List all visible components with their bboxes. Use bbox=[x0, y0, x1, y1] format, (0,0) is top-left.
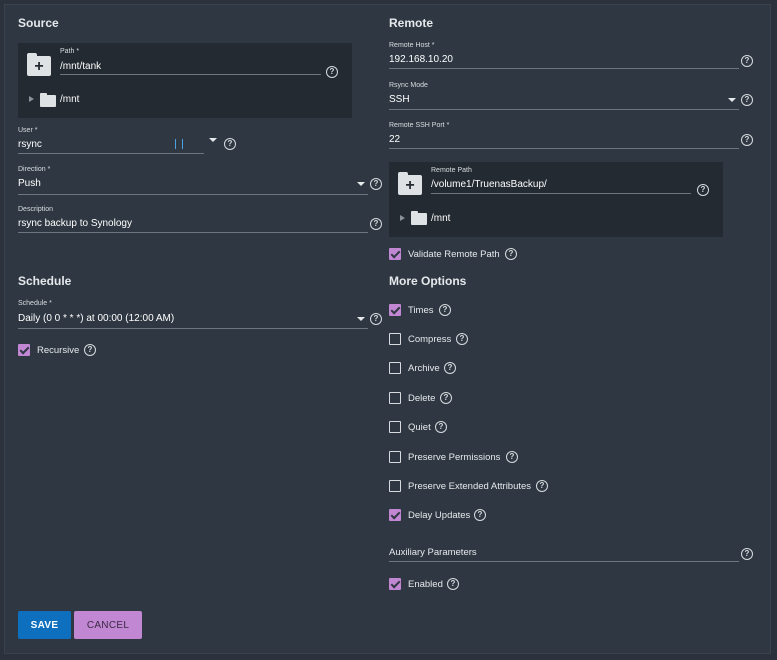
source-path-underline bbox=[60, 74, 321, 75]
preserve-permissions-checkbox[interactable] bbox=[389, 451, 401, 463]
direction-underline bbox=[18, 194, 368, 195]
enabled-label: Enabled bbox=[408, 579, 443, 590]
folder-icon bbox=[411, 211, 427, 225]
user-label: User * bbox=[18, 127, 38, 134]
compress-checkbox[interactable] bbox=[389, 333, 401, 345]
schedule-dropdown-caret-icon[interactable] bbox=[357, 317, 365, 321]
remote-ssh-port-input[interactable]: 22 bbox=[389, 134, 401, 145]
quiet-help-icon[interactable]: ? bbox=[435, 421, 447, 433]
save-button[interactable]: SAVE bbox=[18, 611, 71, 639]
validate-remote-path-label: Validate Remote Path bbox=[408, 249, 500, 260]
delay-updates-checkbox[interactable] bbox=[389, 509, 401, 521]
source-section-title: Source bbox=[18, 16, 59, 30]
schedule-help-icon[interactable]: ? bbox=[370, 313, 382, 325]
remote-host-label: Remote Host * bbox=[389, 42, 435, 49]
user-loading-icon bbox=[175, 139, 183, 149]
remote-path-help-icon[interactable]: ? bbox=[697, 184, 709, 196]
tree-expand-icon[interactable] bbox=[29, 96, 34, 102]
description-help-icon[interactable]: ? bbox=[370, 218, 382, 230]
remote-path-input[interactable]: /volume1/TruenasBackup/ bbox=[431, 179, 547, 190]
auxiliary-parameters-input[interactable] bbox=[389, 547, 739, 561]
add-folder-icon[interactable]: + bbox=[27, 53, 51, 76]
add-folder-icon[interactable]: + bbox=[398, 172, 422, 195]
validate-remote-path-checkbox[interactable] bbox=[389, 248, 401, 260]
remote-host-underline bbox=[389, 68, 739, 69]
enabled-help-icon[interactable]: ? bbox=[447, 578, 459, 590]
description-label: Description bbox=[18, 206, 54, 213]
auxiliary-parameters-label: Auxiliary Parameters bbox=[389, 547, 477, 558]
times-label: Times bbox=[408, 305, 434, 316]
quiet-label: Quiet bbox=[408, 422, 431, 433]
remote-path-explorer bbox=[389, 162, 723, 237]
remote-tree-root[interactable]: /mnt bbox=[431, 213, 451, 224]
direction-help-icon[interactable]: ? bbox=[370, 178, 382, 190]
cancel-button[interactable]: CANCEL bbox=[74, 611, 142, 639]
direction-select[interactable]: Push bbox=[18, 178, 41, 189]
quiet-checkbox[interactable] bbox=[389, 421, 401, 433]
remote-path-underline bbox=[431, 193, 691, 194]
auxiliary-parameters-help-icon[interactable]: ? bbox=[741, 548, 753, 560]
user-underline bbox=[18, 153, 204, 154]
preserve-extended-attributes-checkbox[interactable] bbox=[389, 480, 401, 492]
direction-dropdown-caret-icon[interactable] bbox=[357, 182, 365, 186]
description-input[interactable]: rsync backup to Synology bbox=[18, 218, 132, 229]
user-dropdown-caret-icon[interactable] bbox=[209, 138, 217, 142]
tree-expand-icon[interactable] bbox=[400, 215, 405, 221]
remote-section-title: Remote bbox=[389, 16, 434, 30]
remote-host-input[interactable]: 192.168.10.20 bbox=[389, 54, 453, 65]
source-path-explorer bbox=[18, 43, 352, 118]
delete-label: Delete bbox=[408, 393, 436, 404]
schedule-underline bbox=[18, 328, 368, 329]
user-input[interactable]: rsync bbox=[18, 139, 42, 150]
recursive-label: Recursive bbox=[37, 345, 80, 356]
recursive-checkbox[interactable] bbox=[18, 344, 30, 356]
preserve-extended-attributes-label: Preserve Extended Attributes bbox=[408, 481, 532, 492]
remote-host-help-icon[interactable]: ? bbox=[741, 55, 753, 67]
remote-path-label: Remote Path bbox=[431, 167, 472, 174]
more-options-section-title: More Options bbox=[389, 274, 467, 288]
description-underline bbox=[18, 232, 368, 233]
validate-remote-path-help-icon[interactable]: ? bbox=[505, 248, 517, 260]
source-path-label: Path * bbox=[60, 48, 80, 55]
direction-label: Direction * bbox=[18, 166, 51, 173]
delay-updates-label: Delay Updates bbox=[408, 510, 471, 521]
remote-ssh-port-help-icon[interactable]: ? bbox=[741, 134, 753, 146]
delete-checkbox[interactable] bbox=[389, 392, 401, 404]
user-help-icon[interactable]: ? bbox=[224, 138, 236, 150]
times-help-icon[interactable]: ? bbox=[439, 304, 451, 316]
times-checkbox[interactable] bbox=[389, 304, 401, 316]
folder-icon bbox=[40, 93, 56, 107]
archive-checkbox[interactable] bbox=[389, 362, 401, 374]
preserve-extended-attributes-help-icon[interactable]: ? bbox=[536, 480, 548, 492]
rsync-mode-help-icon[interactable]: ? bbox=[741, 94, 753, 106]
source-path-input[interactable]: /mnt/tank bbox=[60, 61, 102, 72]
archive-help-icon[interactable]: ? bbox=[444, 362, 456, 374]
recursive-help-icon[interactable]: ? bbox=[84, 344, 96, 356]
schedule-label: Schedule * bbox=[18, 300, 52, 307]
source-path-help-icon[interactable]: ? bbox=[326, 66, 338, 78]
preserve-permissions-label: Preserve Permissions bbox=[408, 452, 501, 463]
delete-help-icon[interactable]: ? bbox=[440, 392, 452, 404]
archive-label: Archive bbox=[408, 363, 440, 374]
delay-updates-help-icon[interactable]: ? bbox=[474, 509, 486, 521]
auxiliary-parameters-underline bbox=[389, 561, 739, 562]
remote-ssh-port-underline bbox=[389, 148, 739, 149]
compress-help-icon[interactable]: ? bbox=[456, 333, 468, 345]
rsync-mode-underline bbox=[389, 109, 739, 110]
rsync-mode-dropdown-caret-icon[interactable] bbox=[728, 98, 736, 102]
enabled-checkbox[interactable] bbox=[389, 578, 401, 590]
rsync-mode-label: Rsync Mode bbox=[389, 82, 428, 89]
schedule-section-title: Schedule bbox=[18, 274, 72, 288]
remote-ssh-port-label: Remote SSH Port * bbox=[389, 122, 450, 129]
source-tree-root[interactable]: /mnt bbox=[60, 94, 80, 105]
preserve-permissions-help-icon[interactable]: ? bbox=[506, 451, 518, 463]
rsync-mode-select[interactable]: SSH bbox=[389, 94, 410, 105]
schedule-select[interactable]: Daily (0 0 * * *) at 00:00 (12:00 AM) bbox=[18, 313, 175, 324]
compress-label: Compress bbox=[408, 334, 452, 345]
